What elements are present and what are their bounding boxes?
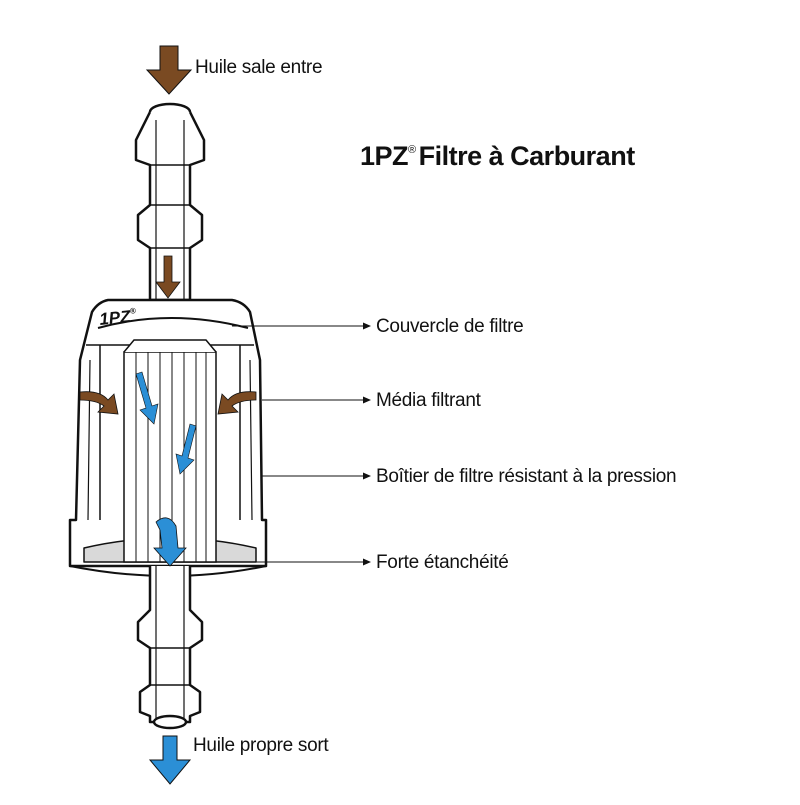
media-label: Média filtrant bbox=[376, 390, 481, 411]
housing-label: Boîtier de filtre résistant à la pressio… bbox=[376, 466, 677, 487]
clean-flow-arrow-icon bbox=[135, 371, 159, 425]
clean-flow-arrow-icon bbox=[153, 517, 187, 567]
outlet-label: Huile propre sort bbox=[193, 735, 329, 756]
outlet-fitting bbox=[136, 566, 204, 730]
inlet-fitting bbox=[134, 102, 206, 302]
cover-label: Couvercle de filtre bbox=[376, 316, 524, 337]
seal-label: Forte étanchéité bbox=[376, 552, 509, 573]
inlet-label: Huile sale entre bbox=[195, 57, 323, 78]
outlet-arrow-icon bbox=[148, 735, 192, 785]
clean-oil-flow bbox=[135, 371, 197, 567]
diagram-title: 1PZ®Filtre à Carburant bbox=[360, 141, 635, 171]
dirty-flow-arrow-icon bbox=[155, 255, 181, 299]
dirty-oil-flow bbox=[79, 255, 257, 415]
dirty-flow-arrow-icon bbox=[79, 391, 119, 415]
dirty-flow-arrow-icon bbox=[217, 391, 257, 415]
leader-lines bbox=[206, 322, 371, 566]
brand-logo: 1PZ® bbox=[98, 306, 137, 329]
clean-flow-arrow-icon bbox=[175, 423, 197, 475]
inlet-arrow-icon bbox=[145, 45, 193, 95]
